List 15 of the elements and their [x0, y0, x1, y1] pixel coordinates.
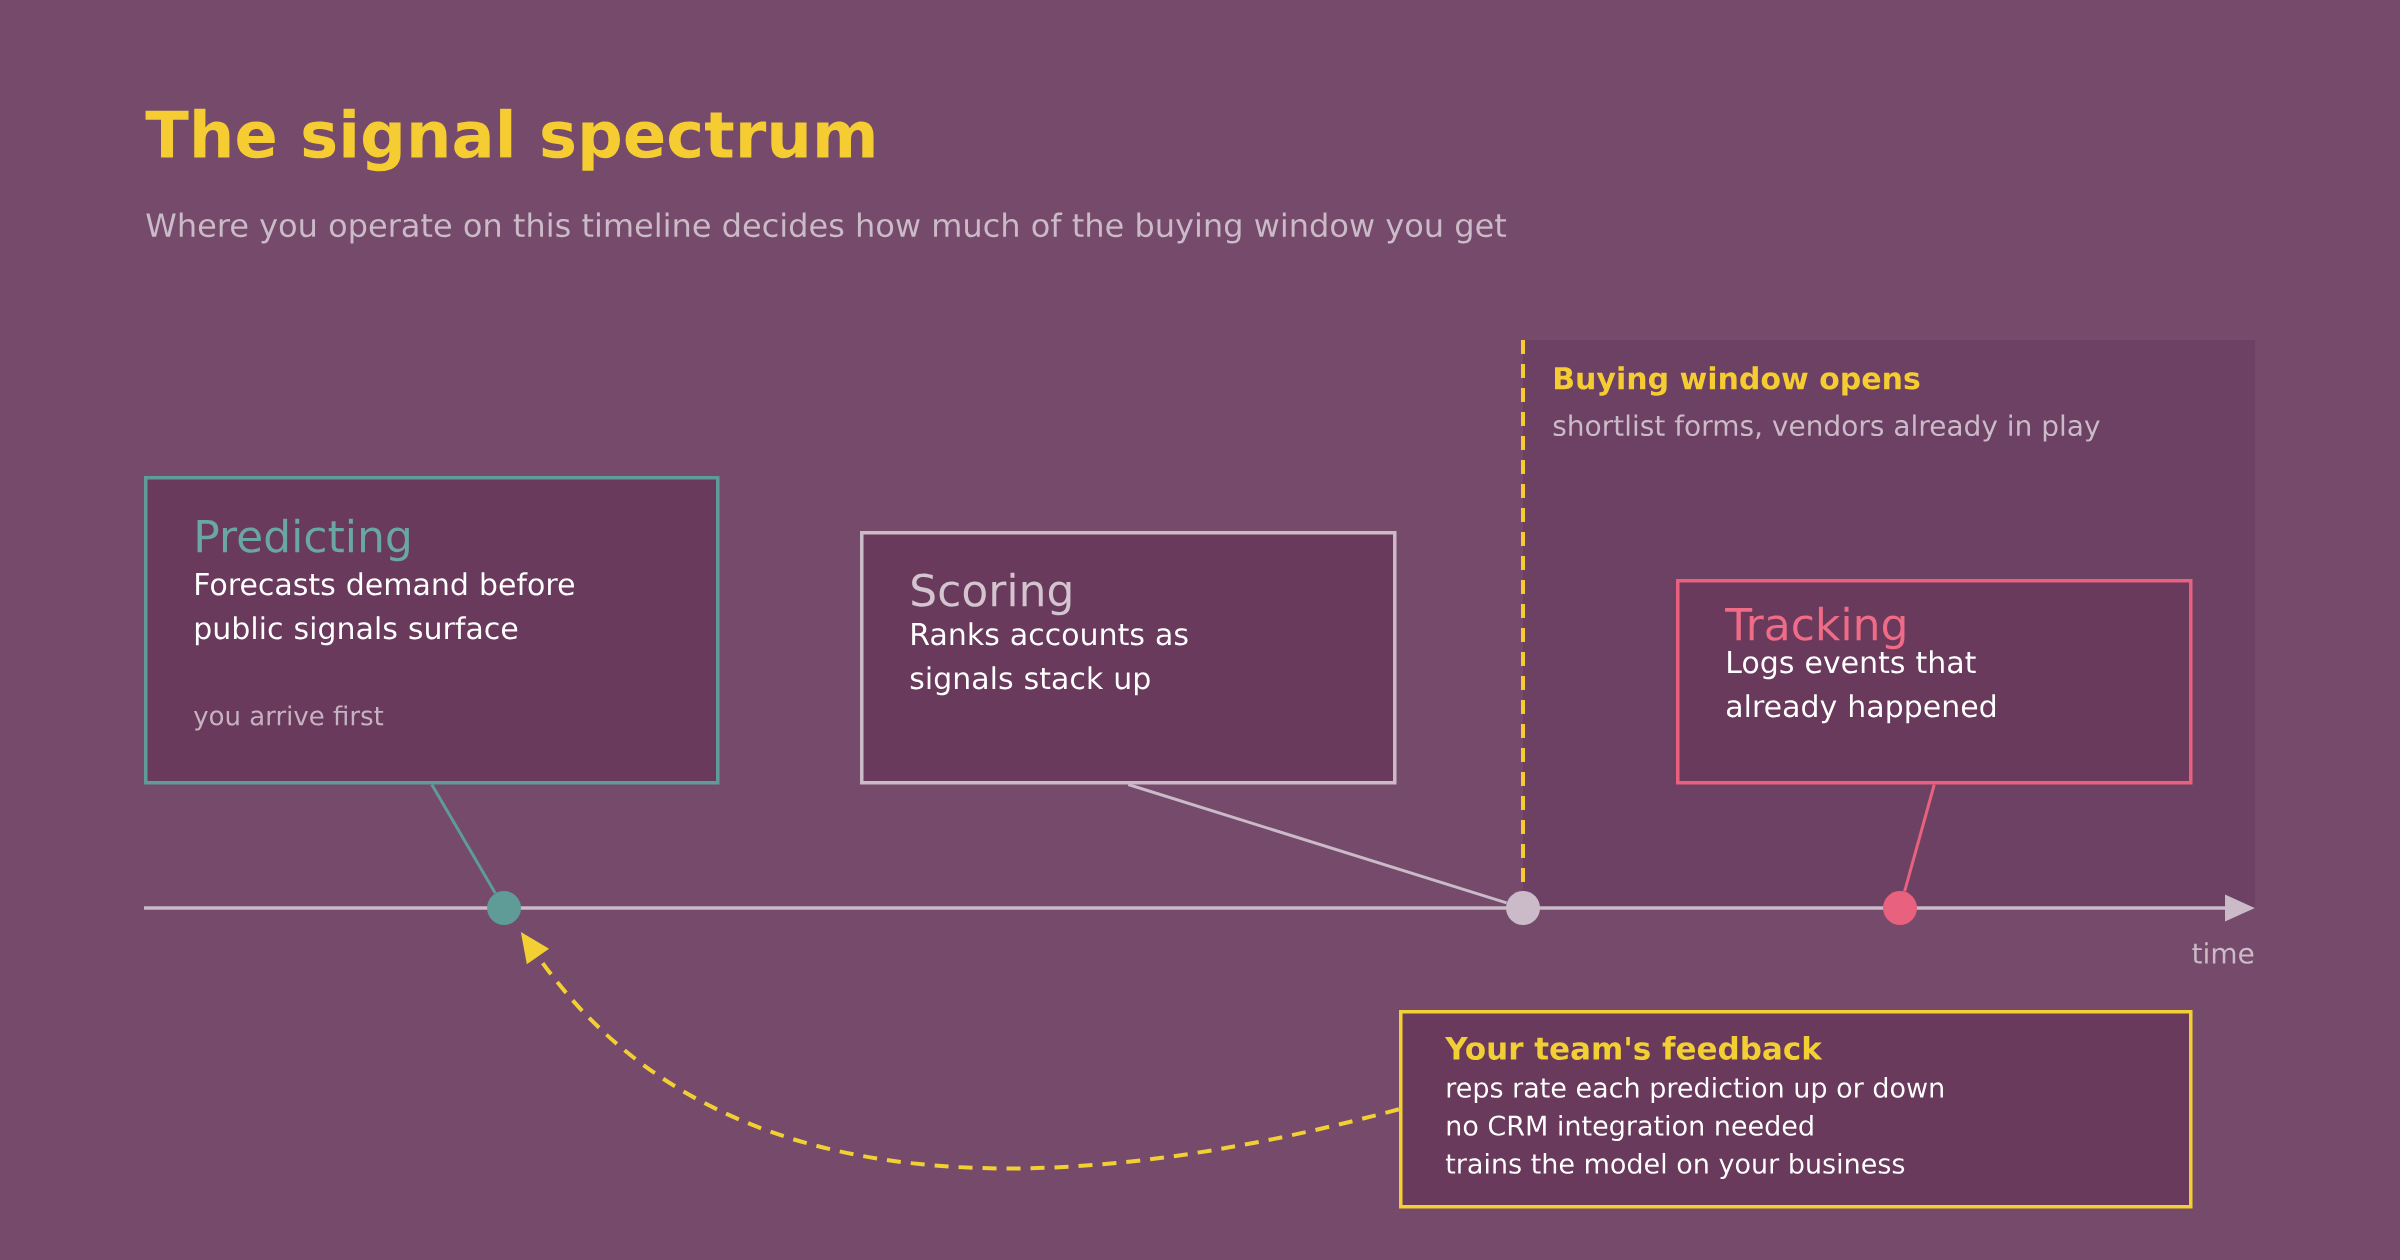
- stage-box: Predicting Forecasts demand before public signals surface you arrive first: [144, 476, 720, 785]
- timeline-dot: [1883, 891, 1917, 925]
- stage-box: Scoring Ranks accounts as signals stack up: [860, 531, 1397, 785]
- window-heading: Buying window opens: [1555, 366, 1920, 396]
- title: The signal spectrum: [145, 108, 874, 172]
- feedback-box: Your team's feedback reps rate each prediction up or down no CRM integration needed trains the model on your business: [1399, 1010, 2193, 1209]
- leader-line: [1127, 783, 1508, 905]
- axis-label: time: [2192, 942, 2254, 964]
- stage-box: Tracking Logs events that already happened: [1676, 579, 2193, 785]
- subtitle: Where you operate on this timeline decides how much of the buying window you get: [146, 212, 1507, 244]
- timeline-dot: [487, 891, 521, 925]
- timeline-dot: [1506, 891, 1540, 925]
- leader-line: [1903, 784, 1936, 892]
- window-note: shortlist forms, vendors already in play: [1553, 414, 2100, 442]
- leader-line: [430, 783, 497, 894]
